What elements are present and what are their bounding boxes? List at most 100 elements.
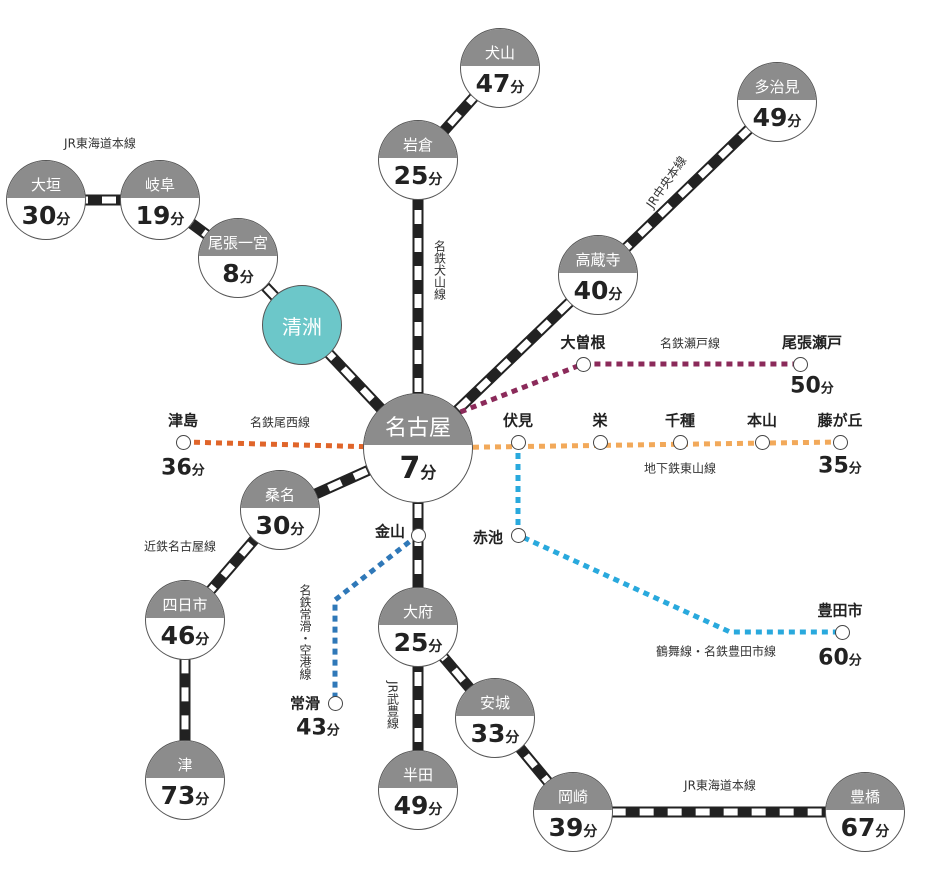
line-label-4: 名鉄尾西線 — [249, 415, 311, 430]
unit-label: 分 — [56, 212, 71, 229]
line-label-7: 名鉄常滑・空港線 — [298, 584, 312, 680]
small-station-0-marker[interactable] — [575, 356, 591, 372]
station-14-time-label: 67分 — [826, 811, 904, 849]
station-nagoya-hub-time: 7 — [399, 450, 421, 486]
small-station-9-marker[interactable] — [510, 527, 526, 543]
small-station-10-marker[interactable] — [834, 624, 850, 640]
small-station-8-name: 金山 — [374, 522, 406, 541]
station-7-name: 桑名 — [241, 471, 319, 508]
station-13-name: 岡崎 — [534, 773, 612, 810]
small-station-8-marker[interactable] — [410, 527, 426, 543]
station-1-time: 49 — [752, 103, 788, 133]
station-0-name: 犬山 — [461, 29, 539, 66]
small-station-11-time-label: 43分 — [296, 716, 340, 741]
station-3-time: 30 — [21, 201, 57, 231]
small-station-11-time: 43 — [296, 715, 327, 741]
station-4-time-label: 19分 — [121, 199, 199, 237]
small-station-10-name: 豊田市 — [817, 601, 863, 620]
small-station-7-marker[interactable] — [832, 434, 848, 450]
unit-label: 分 — [326, 723, 340, 739]
small-station-5-marker[interactable] — [672, 434, 688, 450]
station-9-time-label: 73分 — [146, 779, 224, 817]
station-10-name: 大府 — [379, 588, 457, 625]
small-station-0-name: 大曽根 — [560, 333, 606, 352]
station-11-name: 安城 — [456, 679, 534, 716]
small-station-9-name: 赤池 — [472, 528, 504, 547]
station-4-name: 岐阜 — [121, 161, 199, 198]
small-station-2-marker[interactable] — [175, 434, 191, 450]
unit-label: 分 — [875, 824, 890, 841]
station-1-name: 多治見 — [738, 63, 816, 100]
small-station-2-time: 36 — [161, 455, 192, 481]
unit-label: 分 — [290, 522, 305, 539]
meitetsu-seto-line — [439, 361, 800, 423]
station-6-time-label: 40分 — [559, 274, 637, 312]
kintetsu-nagoya-line-dash — [181, 444, 420, 780]
station-9-time: 73 — [160, 781, 196, 811]
small-station-5-name: 千種 — [664, 411, 696, 430]
station-5-name: 尾張一宮 — [199, 219, 277, 256]
station-8-name: 四日市 — [146, 581, 224, 618]
station-0-time: 47 — [475, 69, 511, 99]
unit-label: 分 — [820, 381, 834, 397]
unit-label: 分 — [191, 463, 205, 479]
small-station-4-marker[interactable] — [592, 434, 608, 450]
unit-label: 分 — [428, 639, 443, 656]
unit-label: 分 — [848, 653, 862, 669]
small-station-7-name: 藤が丘 — [817, 411, 863, 430]
station-13-time: 39 — [548, 813, 584, 843]
line-label-9: 鶴舞線・名鉄豊田市線 — [655, 644, 777, 659]
small-station-2-name: 津島 — [167, 411, 199, 430]
station-8-time: 46 — [160, 621, 196, 651]
higashiyama-line — [417, 439, 841, 451]
station-1-time-label: 49分 — [738, 101, 816, 139]
station-3-time-label: 30分 — [7, 199, 85, 237]
station-nagoya-hub-name: 名古屋 — [364, 394, 472, 445]
line-label-6: 近鉄名古屋線 — [143, 539, 217, 554]
station-9-name: 津 — [146, 741, 224, 778]
small-station-6-marker[interactable] — [754, 434, 770, 450]
station-12-time-label: 49分 — [379, 789, 457, 827]
unit-label: 分 — [608, 287, 623, 304]
unit-label: 分 — [505, 730, 520, 747]
small-station-11-marker[interactable] — [327, 695, 343, 711]
small-station-1-marker[interactable] — [792, 356, 808, 372]
station-12-name: 半田 — [379, 751, 457, 788]
small-station-3-marker[interactable] — [510, 434, 526, 450]
small-station-11-name: 常滑 — [289, 694, 321, 713]
station-kiyosu-origin[interactable]: 清洲 — [262, 285, 342, 365]
station-10-time: 25 — [393, 628, 429, 658]
station-5-time: 8 — [222, 259, 240, 289]
small-station-6-name: 本山 — [746, 411, 778, 430]
tsurumai-toyota-line — [515, 442, 842, 635]
unit-label: 分 — [420, 462, 437, 482]
station-2-time: 25 — [393, 161, 429, 191]
small-station-2-time-label: 36分 — [161, 456, 205, 481]
station-10-time-label: 25分 — [379, 626, 457, 664]
unit-label: 分 — [428, 802, 443, 819]
small-station-1-time-label: 50分 — [790, 374, 834, 399]
line-label-8: JR武豊線 — [385, 681, 400, 729]
small-station-3-name: 伏見 — [502, 411, 534, 430]
small-station-7-time: 35 — [818, 453, 849, 479]
unit-label: 分 — [195, 632, 210, 649]
small-station-10-time: 60 — [818, 645, 849, 671]
unit-label: 分 — [170, 212, 185, 229]
station-nagoya-hub-time-label: 7分 — [364, 447, 472, 495]
